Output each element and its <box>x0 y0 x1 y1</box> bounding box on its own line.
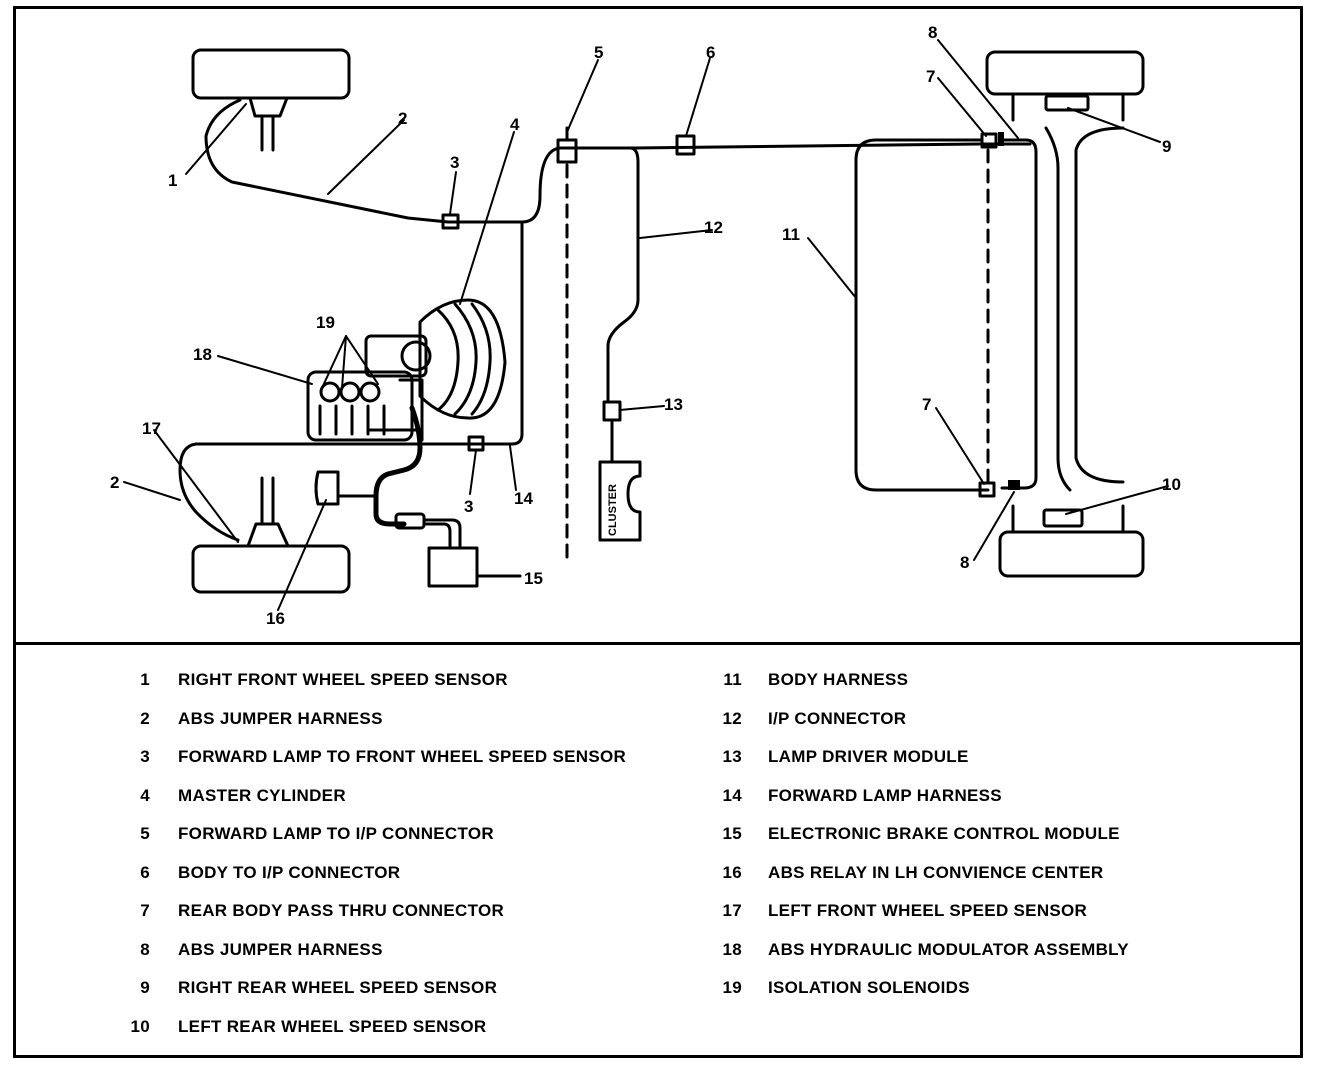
callout-7-top: 7 <box>926 67 935 86</box>
legend-label: FORWARD LAMP HARNESS <box>768 785 1002 805</box>
callout-12: 12 <box>704 218 723 237</box>
callout-5: 5 <box>594 43 603 62</box>
legend-number: 18 <box>722 939 742 959</box>
legend-number: 10 <box>130 1016 150 1036</box>
legend-label: ABS HYDRAULIC MODULATOR ASSEMBLY <box>768 939 1129 959</box>
legend-number: 7 <box>140 901 150 920</box>
legend-label: LAMP DRIVER MODULE <box>768 747 969 766</box>
callout-leaders <box>123 39 1169 611</box>
callout-8-top: 8 <box>928 23 937 42</box>
body-harness <box>854 132 1038 498</box>
legend-label: ISOLATION SOLENOIDS <box>768 978 970 997</box>
legend-label: RIGHT REAR WHEEL SPEED SENSOR <box>178 978 498 997</box>
right-front-wheel <box>191 48 351 152</box>
callout-13: 13 <box>664 395 683 414</box>
legend-number: 1 <box>140 670 150 689</box>
legend-label: FORWARD LAMP TO FRONT WHEEL SPEED SENSOR <box>178 747 627 766</box>
legend-number: 12 <box>722 708 742 728</box>
callout-18: 18 <box>193 345 212 364</box>
legend-number: 4 <box>140 785 150 805</box>
callout-11: 11 <box>782 225 800 244</box>
isolation-solenoid-leads <box>321 335 379 389</box>
callout-1: 1 <box>168 171 177 190</box>
callout-8-bottom: 8 <box>960 553 969 572</box>
legend-label: BODY HARNESS <box>768 670 909 689</box>
callout-17: 17 <box>142 419 161 438</box>
legend-label: MASTER CYLINDER <box>178 785 346 805</box>
figure-frame <box>13 6 1303 1058</box>
legend-label: ABS RELAY IN LH CONVIENCE CENTER <box>768 862 1104 882</box>
legend-number: 14 <box>722 785 742 805</box>
legend-label: ABS JUMPER HARNESS <box>178 939 383 959</box>
callout-3-bottom: 3 <box>464 497 473 516</box>
abs-relay <box>314 435 485 506</box>
left-front-wheel <box>191 476 351 594</box>
callout-16: 16 <box>266 609 285 628</box>
legend-label: REAR BODY PASS THRU CONNECTOR <box>178 901 505 920</box>
callout-9: 9 <box>1162 137 1171 156</box>
abs-jumper-harness-front-right <box>178 98 524 542</box>
callout-14: 14 <box>514 489 533 508</box>
legend-number: 15 <box>722 824 742 843</box>
legend-number: 2 <box>140 708 150 728</box>
legend-number: 3 <box>140 747 150 766</box>
callout-2-top: 2 <box>398 109 407 128</box>
legend-label: ABS JUMPER HARNESS <box>178 708 383 728</box>
legend-number: 16 <box>722 862 742 882</box>
callout-3-top: 3 <box>450 153 459 172</box>
legend-number: 8 <box>140 939 150 959</box>
legend-label: LEFT FRONT WHEEL SPEED SENSOR <box>768 901 1088 920</box>
legend-number: 13 <box>722 747 742 766</box>
legend-number: 9 <box>140 978 150 997</box>
legend-label: I/P CONNECTOR <box>768 708 907 728</box>
legend-number: 6 <box>140 862 150 882</box>
legend-label: FORWARD LAMP TO I/P CONNECTOR <box>178 824 494 843</box>
callout-7-bottom: 7 <box>922 395 931 414</box>
legend-label: BODY TO I/P CONNECTOR <box>178 862 401 882</box>
legend-number: 5 <box>140 824 150 843</box>
callout-10: 10 <box>1162 475 1181 494</box>
legend-label: LEFT REAR WHEEL SPEED SENSOR <box>178 1016 487 1036</box>
legend-number: 11 <box>723 670 742 689</box>
callout-19: 19 <box>316 313 335 332</box>
legend-number: 17 <box>722 901 742 920</box>
legend-divider <box>13 642 1303 645</box>
callout-2-bottom: 2 <box>110 473 119 492</box>
master-cylinder <box>364 298 507 420</box>
abs-wiring-diagram: 1 2 3 4 5 6 12 11 13 14 3 19 18 17 2 16 … <box>110 23 1181 628</box>
callout-6: 6 <box>706 43 715 62</box>
ebcm-harness <box>373 405 522 588</box>
cluster-label: CLUSTER <box>607 484 619 536</box>
dashed-lines <box>565 148 990 562</box>
legend-label: ELECTRONIC BRAKE CONTROL MODULE <box>768 824 1120 843</box>
callout-15: 15 <box>524 569 543 588</box>
legend-number: 19 <box>722 978 742 997</box>
callout-4: 4 <box>510 115 520 134</box>
rear-axle <box>985 50 1145 578</box>
forward-lamp-harness <box>520 126 1032 542</box>
legend-label: RIGHT FRONT WHEEL SPEED SENSOR <box>178 670 508 689</box>
